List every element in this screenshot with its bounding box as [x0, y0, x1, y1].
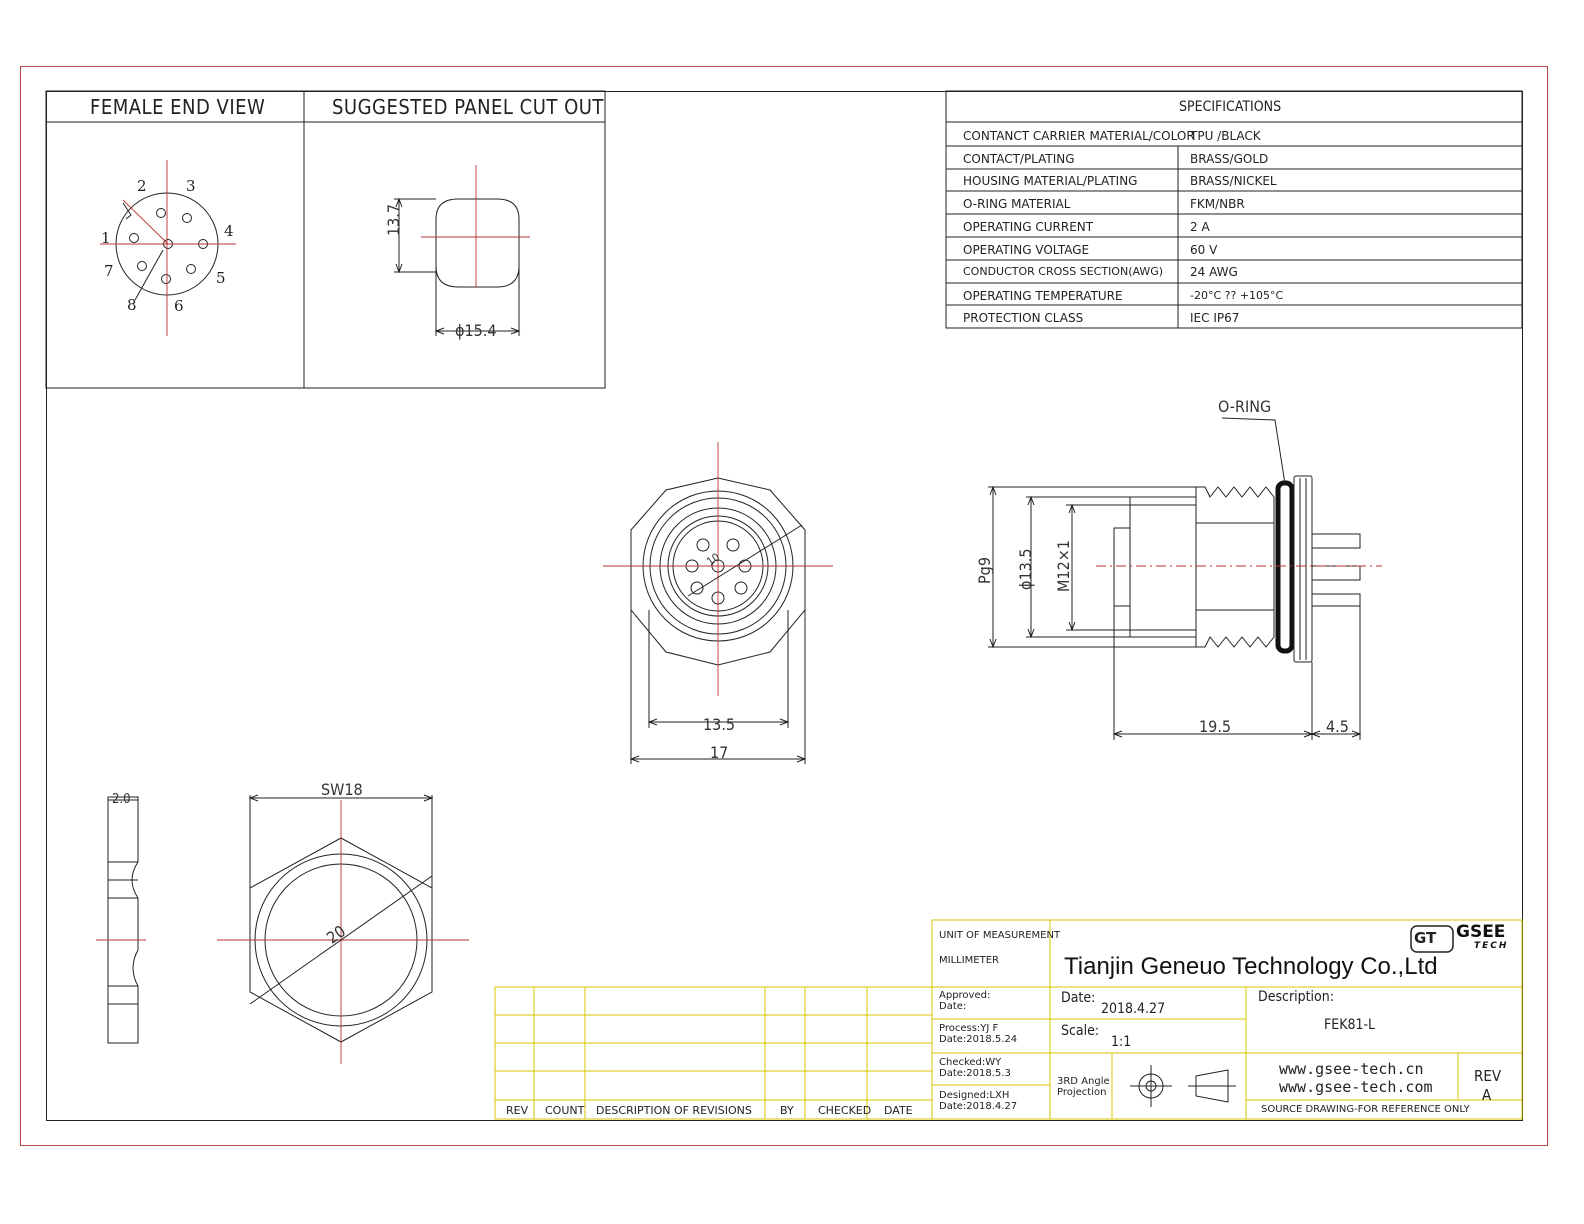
source-note: SOURCE DRAWING-FOR REFERENCE ONLY — [1261, 1104, 1470, 1115]
logo-sub: TECH — [1474, 941, 1509, 951]
side-dia-dim: ϕ13.5 — [1016, 548, 1035, 590]
spec-label: CONDUCTOR CROSS SECTION(AWG) — [963, 265, 1164, 278]
rev-value: A — [1482, 1086, 1492, 1104]
spec-value: 24 AWG — [1190, 265, 1238, 279]
pin-number: 6 — [174, 297, 184, 315]
spec-label: PROTECTION CLASS — [963, 311, 1084, 325]
spec-value: IEC IP67 — [1190, 311, 1240, 325]
rev-label: REV — [1474, 1067, 1502, 1085]
pin-number: 1 — [101, 229, 111, 247]
pin-number: 5 — [216, 269, 226, 287]
revisions-table — [494, 986, 933, 1120]
unit-label: UNIT OF MEASUREMENT — [939, 930, 1061, 941]
drawing-frame — [46, 91, 1523, 1121]
side-thread-dim: M12×1 — [1054, 540, 1073, 592]
website-com[interactable]: www.gsee-tech.com — [1279, 1078, 1433, 1096]
description-label: Description: — [1258, 989, 1334, 1005]
pin-number: 3 — [186, 177, 196, 195]
spec-value: FKM/NBR — [1190, 197, 1245, 211]
scale-label: Scale: — [1061, 1023, 1100, 1039]
panel-cut-out-title: SUGGESTED PANEL CUT OUT — [332, 95, 604, 119]
date-label: Date: — [1061, 990, 1096, 1006]
spec-label: OPERATING VOLTAGE — [963, 243, 1090, 257]
spec-label: CONTACT/PLATING — [963, 152, 1075, 166]
spec-label: OPERATING CURRENT — [963, 220, 1094, 234]
description-value: FEK81-L — [1324, 1017, 1376, 1033]
panel-cutout — [394, 165, 530, 336]
pin-number: 2 — [137, 177, 147, 195]
description-header: DESCRIPTION OF REVISIONS — [596, 1104, 752, 1117]
by-header: BY — [780, 1104, 794, 1117]
checked-header: CHECKED — [818, 1104, 872, 1117]
company-name: Tianjin Geneuo Technology Co.,Ltd — [1064, 953, 1438, 980]
nut-side-view — [96, 796, 146, 1044]
female-end-view — [100, 160, 236, 336]
front-outer-dim: 17 — [710, 743, 729, 762]
front-inner-dim: 13.5 — [703, 715, 736, 734]
designed-label: Designed:LXH — [939, 1090, 1010, 1101]
designed-date: Date:2018.4.27 — [939, 1101, 1018, 1112]
rev-header: REV — [506, 1104, 529, 1117]
oring-label: O-RING — [1218, 397, 1272, 416]
side-view — [988, 417, 1382, 740]
process-label: Process:YJ F — [939, 1023, 999, 1034]
approved-date-label: Date: — [939, 1001, 967, 1012]
specifications-title: SPECIFICATIONS — [1179, 99, 1282, 115]
spec-table-frame — [945, 90, 1523, 329]
logo-text: GSEE — [1456, 922, 1506, 942]
process-date: Date:2018.5.24 — [939, 1034, 1018, 1045]
pin-number: 8 — [127, 296, 137, 314]
drawing-border — [20, 66, 1548, 1146]
spec-label: OPERATING TEMPERATURE — [963, 289, 1123, 303]
side-pg-dim: Pg9 — [975, 557, 994, 584]
approved-label: Approved: — [939, 990, 991, 1001]
count-header: COUNT — [545, 1104, 585, 1117]
checked-date: Date:2018.5.3 — [939, 1068, 1011, 1079]
spec-value: BRASS/NICKEL — [1190, 174, 1277, 188]
side-tail-dim: 4.5 — [1326, 717, 1349, 736]
spec-value: 2 A — [1190, 220, 1210, 234]
side-length-dim: 19.5 — [1199, 717, 1232, 736]
website-cn[interactable]: www.gsee-tech.cn — [1279, 1060, 1424, 1078]
pin-number: 7 — [104, 262, 114, 280]
spec-label: HOUSING MATERIAL/PLATING — [963, 174, 1138, 188]
spec-label: CONTANCT CARRIER MATERIAL/COLOR — [963, 129, 1195, 143]
spec-label: O-RING MATERIAL — [963, 197, 1071, 211]
nut-front-view — [217, 794, 469, 1064]
checked-label: Checked:WY — [939, 1057, 1002, 1068]
female-end-view-title: FEMALE END VIEW — [90, 95, 266, 119]
unit-value: MILLIMETER — [939, 955, 999, 966]
scale-value: 1:1 — [1111, 1034, 1132, 1050]
cutout-height-dim: 13.7 — [384, 203, 403, 236]
spec-value: -20°C ?? +105°C — [1190, 289, 1284, 302]
logo-mark — [1410, 925, 1454, 953]
spec-value: 60 V — [1190, 243, 1218, 257]
projection-label: 3RD Angle — [1057, 1076, 1110, 1087]
date-header: DATE — [884, 1104, 913, 1117]
title-block — [931, 919, 1523, 1120]
nut-sw-dim: SW18 — [321, 780, 363, 799]
pin-number: 4 — [224, 222, 234, 240]
logo-badge: GT — [1414, 929, 1437, 947]
spec-value: BRASS/GOLD — [1190, 152, 1269, 166]
projection-label-2: Projection — [1057, 1087, 1107, 1098]
views-box — [45, 90, 606, 389]
projection-symbol — [1130, 1065, 1236, 1107]
front-view — [603, 442, 833, 764]
cutout-diameter-dim: ϕ15.4 — [455, 321, 497, 340]
date-value: 2018.4.27 — [1101, 1001, 1166, 1017]
nut-thickness-dim: 2.0 — [112, 792, 131, 807]
spec-value: TPU /BLACK — [1190, 129, 1261, 143]
